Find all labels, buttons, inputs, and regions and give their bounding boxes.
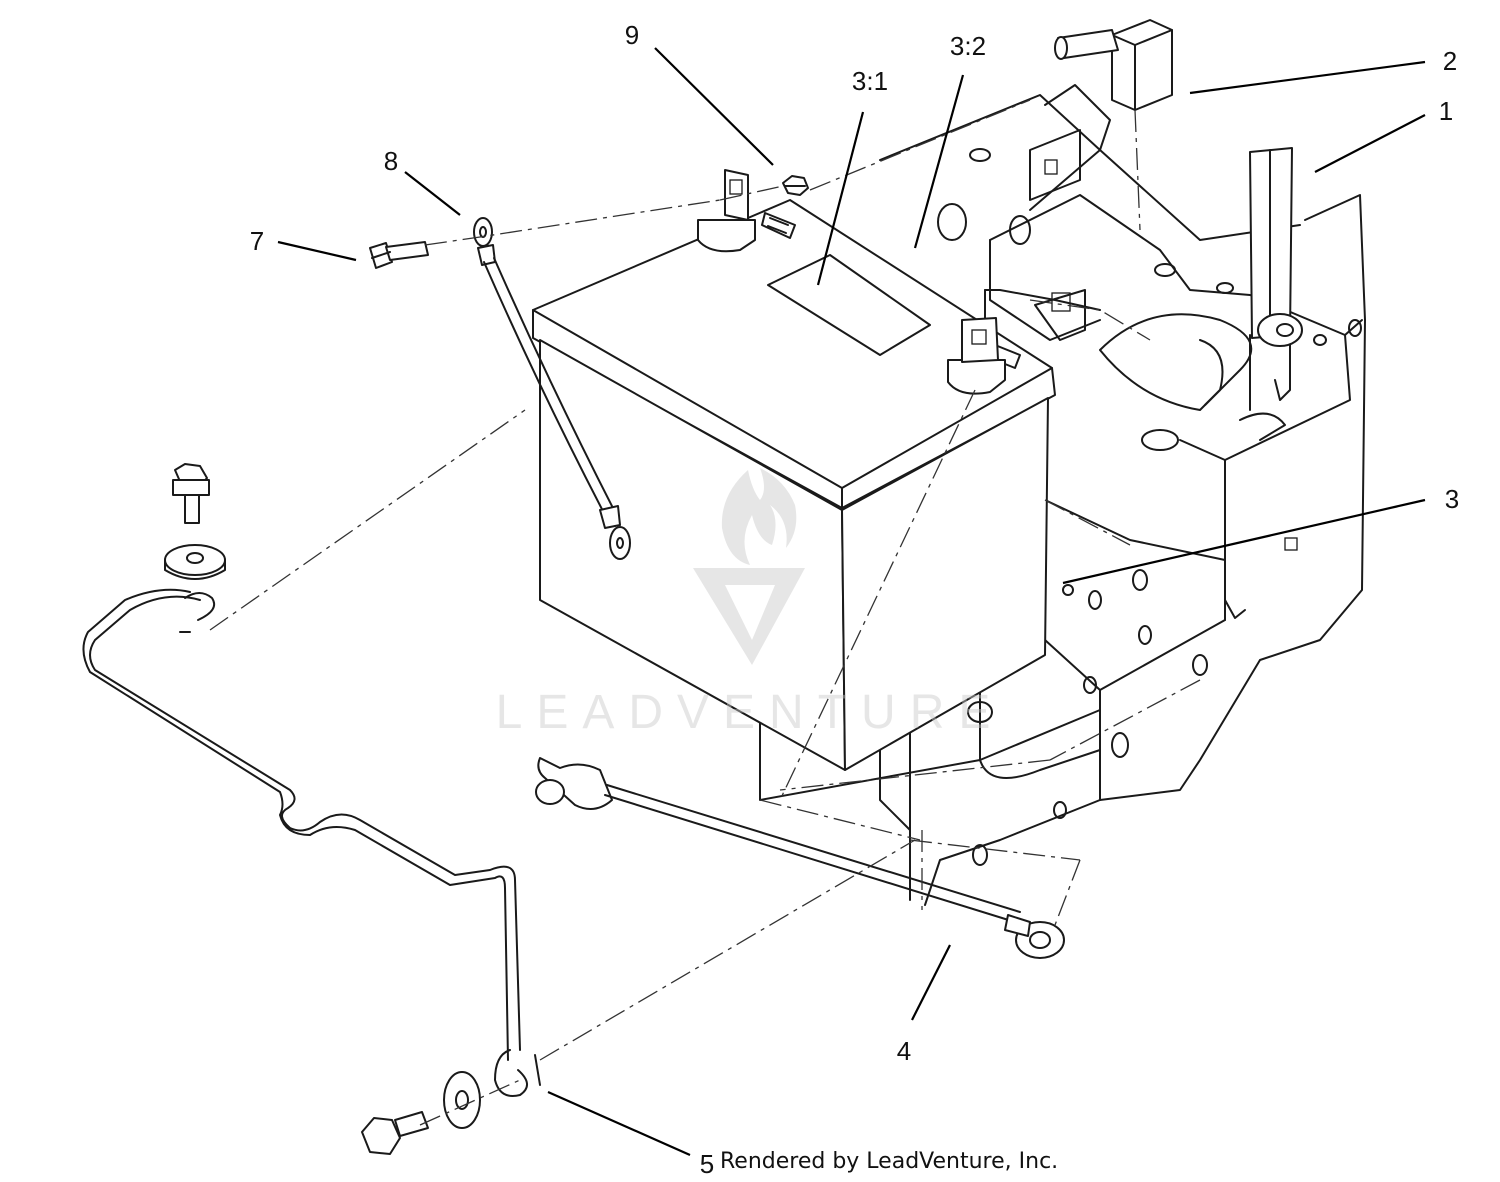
callout-7: 7 <box>250 226 264 256</box>
watermark: LEADVENTURE <box>496 468 1005 739</box>
part-7-bolt <box>369 241 429 269</box>
part-2-plug <box>1054 19 1173 111</box>
callout-3-2: 3:2 <box>950 31 986 61</box>
part-5-holddown-rod <box>82 463 541 1155</box>
callout-8: 8 <box>384 146 398 176</box>
rendered-by-credit: Rendered by LeadVenture, Inc. <box>720 1149 1058 1174</box>
part-8-cable <box>473 217 631 560</box>
flame-logo-icon <box>721 468 797 565</box>
part-1-rod <box>1249 147 1303 411</box>
part-4-cable <box>535 757 1065 959</box>
callout-1: 1 <box>1439 96 1453 126</box>
leader-lines <box>277 47 1426 1157</box>
part-9-nut <box>782 175 809 196</box>
v-logo-icon <box>693 568 805 665</box>
callout-2: 2 <box>1443 46 1457 76</box>
callout-5: 5 <box>700 1149 714 1179</box>
callout-3-1: 3:1 <box>852 66 888 96</box>
callout-9: 9 <box>625 20 639 50</box>
battery <box>532 169 1056 771</box>
callout-3: 3 <box>1445 484 1459 514</box>
callout-labels: 1 2 3 3:1 3:2 4 5 7 8 9 <box>250 20 1459 1179</box>
watermark-text: LEADVENTURE <box>496 686 1005 739</box>
callout-4: 4 <box>897 1036 911 1066</box>
part-3-2-bracket <box>984 289 1101 331</box>
